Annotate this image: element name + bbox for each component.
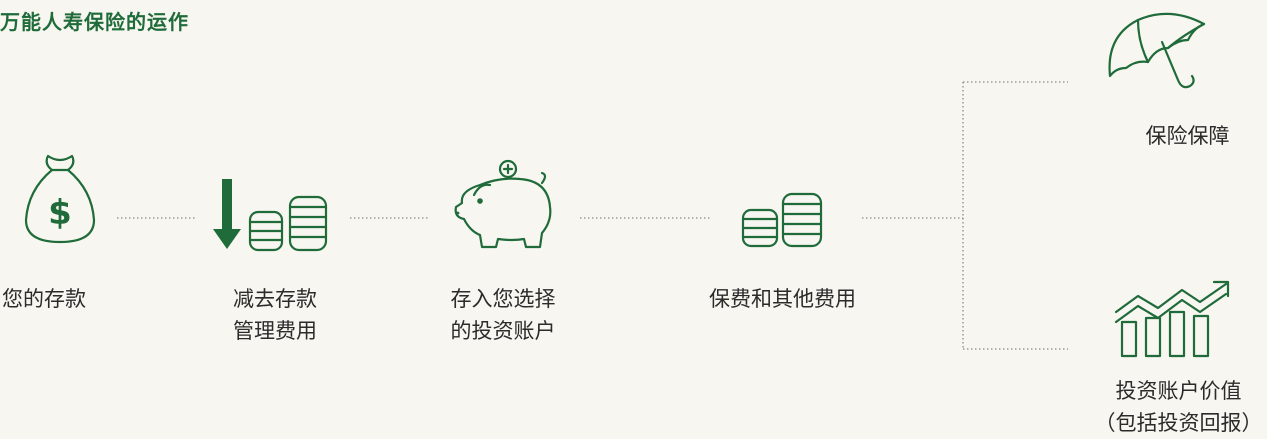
svg-text:$: $ [48, 193, 72, 233]
coin-stack-icon [741, 192, 823, 248]
outcome-label-investment: 投资账户价值 （包括投资回报） [1090, 375, 1267, 439]
umbrella-icon [1108, 12, 1206, 89]
piggy-bank-icon [454, 159, 552, 249]
down-arrow-coins-icon [213, 179, 328, 252]
outcome-label-insurance: 保险保障 [1145, 124, 1230, 148]
page-title: 万能人寿保险的运作 [0, 10, 189, 34]
outcome-label-investment-line2: （包括投资回报） [1094, 411, 1263, 435]
step-label-invest: 存入您选择 的投资账户 [438, 283, 568, 347]
money-bag-icon: $ [24, 154, 96, 244]
outcome-label-investment-line1: 投资账户价值 [1115, 379, 1242, 403]
step-label-deduct-fee-line2: 管理费用 [233, 319, 317, 343]
step-label-premium-fees: 保费和其他费用 [709, 287, 856, 311]
step-label-deposit: 您的存款 [2, 287, 86, 311]
step-label-deduct-fee-line1: 减去存款 [233, 287, 317, 311]
step-label-invest-line2: 的投资账户 [450, 319, 556, 343]
growth-chart-icon [1114, 280, 1230, 358]
step-label-invest-line1: 存入您选择 [450, 287, 556, 311]
step-label-deduct-fee: 减去存款 管理费用 [220, 283, 330, 347]
